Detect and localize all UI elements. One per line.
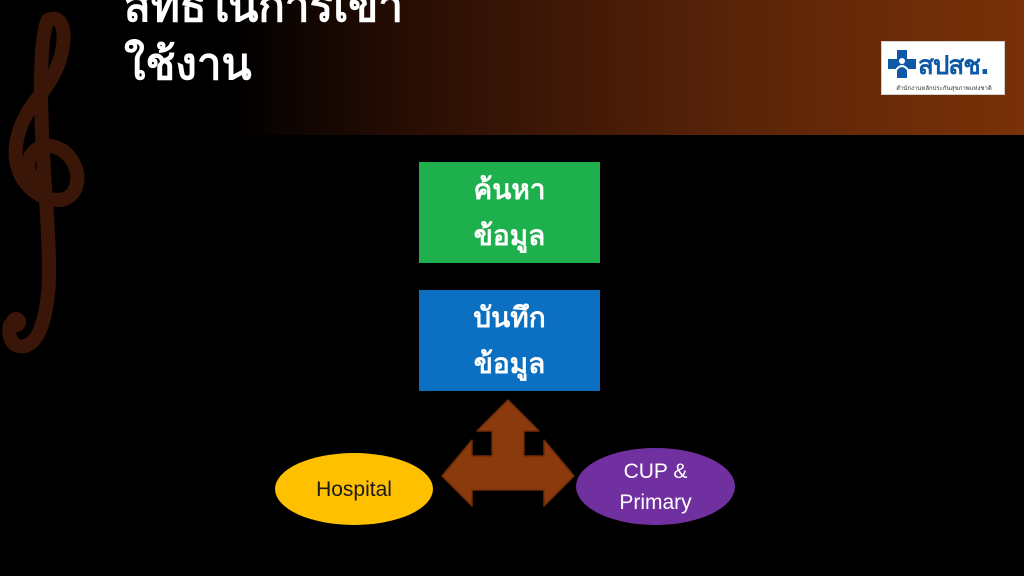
cup-primary-node: CUP & Primary	[576, 448, 735, 525]
nhso-cross-icon	[888, 50, 916, 78]
logo-text: สปสช.	[918, 51, 990, 81]
search-data-box: ค้นหา ข้อมูล	[419, 162, 600, 263]
three-way-arrow	[441, 399, 575, 507]
treble-clef-decoration	[2, 11, 85, 354]
slide-title: สิทธิในการเข้า ใช้งาน	[124, 0, 404, 90]
logo-subtitle: สำนักงานหลักประกันสุขภาพแห่งชาติ	[896, 85, 992, 92]
hospital-node: Hospital	[275, 453, 433, 525]
record-data-box: บันทึก ข้อมูล	[419, 290, 600, 391]
header-band	[0, 0, 1024, 135]
nhso-logo: สปสช. สำนักงานหลักประกันสุขภาพแห่งชาติ	[881, 41, 1005, 95]
